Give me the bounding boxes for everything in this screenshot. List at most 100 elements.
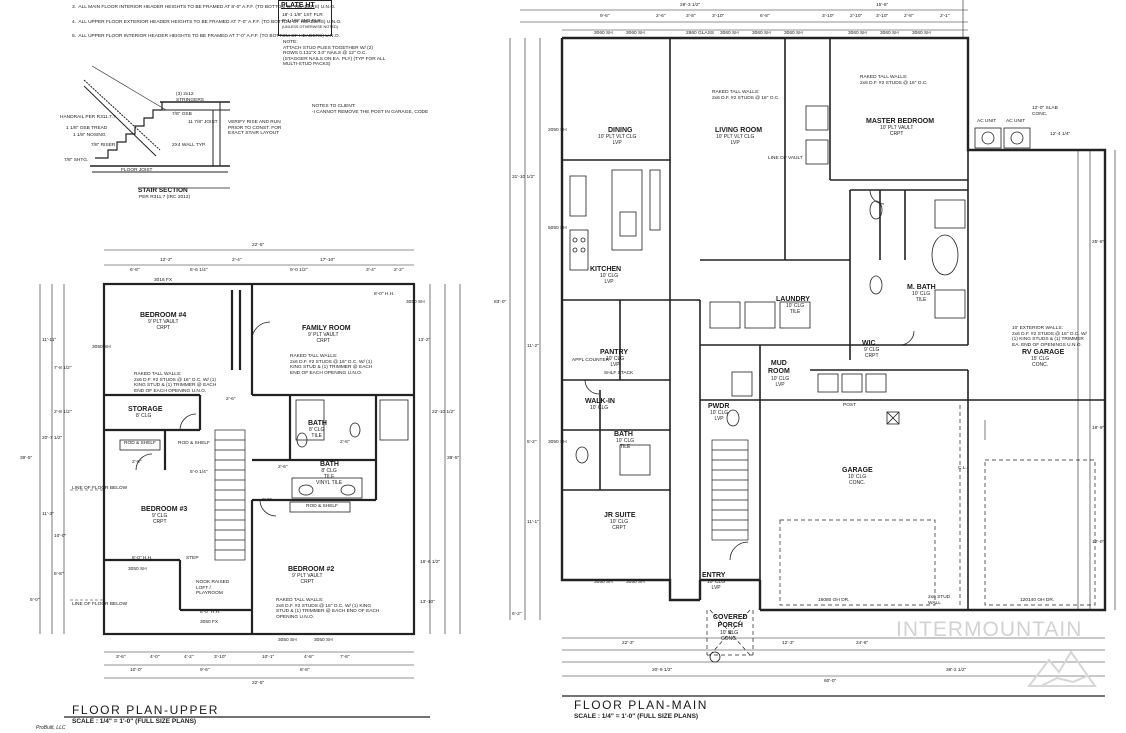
upper-misc-6: 2'-6" <box>278 465 288 470</box>
upper-floor-walls <box>102 282 416 636</box>
room-mud: MUD ROOM <box>768 360 790 376</box>
upper-window-3: 3050 FX <box>200 620 219 625</box>
ac-unit-2: AC UNIT <box>1006 119 1026 124</box>
upper-dim-bottom-1: 4'-0" <box>150 655 160 660</box>
upper-dim-top-6: 9'-0 1/2" <box>290 268 308 273</box>
line-of-floor-below-1: LINE OF FLOOR BELOW <box>72 602 128 607</box>
appl-counter-label: APPL COUNTER <box>572 358 610 363</box>
main-dim-left-3: 11'-1" <box>527 520 539 525</box>
main-dim-right-0: 12'-4 1/4" <box>1050 132 1071 137</box>
footer-brand: ProBuilt, LLC <box>36 725 66 731</box>
main-dashed-lines <box>706 405 1096 656</box>
main-dim-bottom-5: 36'-2 1/2" <box>946 668 967 673</box>
main-window-3: 3060 SH <box>720 31 739 36</box>
ac-pad: 12'-0" SLAB CONC. <box>1032 106 1058 117</box>
main-dim-top-6: 6'-8" <box>760 14 770 19</box>
main-dim-bottom-4: 24'-6" <box>856 641 869 646</box>
room-covered-porch: COVERED PORCH <box>713 614 748 630</box>
raked-note-1: RAKED TALL WALLS: 2x6 D.F. #2 STUDS @ 16… <box>290 354 373 376</box>
upper-dim-bottom-2: 4'-2" <box>184 655 194 660</box>
stair-section-drawing <box>83 65 230 189</box>
upper-dim-left-1: 7'-8 1/2" <box>54 366 72 371</box>
upper-dim-bottom-0: 3'-6" <box>116 655 126 660</box>
room-mud-spec: 10' CLG LVP <box>771 376 790 388</box>
upper-fixtures <box>119 321 409 517</box>
exterior-wall-note: 10' EXTERIOR WALLS: 2x6 D.F. #2 STUDS @ … <box>1012 326 1087 348</box>
room-bath-main-spec: 10' CLG TILE <box>616 438 635 450</box>
upper-dim-bottom-6: 7'-8" <box>340 655 350 660</box>
main-dim-top-9: 3'-10" <box>876 14 889 19</box>
upper-dim-left-2: 2'-8 1/2" <box>54 410 72 415</box>
room-entry: ENTRY <box>702 572 726 579</box>
room-bedroom-4-spec: 9' PLT VAULT CRPT <box>148 319 179 331</box>
room-powder-spec: 10' CLG LVP <box>710 410 729 422</box>
room-bath-a: BATH <box>308 420 327 427</box>
room-rv-garage: RV GARAGE <box>1022 349 1065 356</box>
raked-master-note: RAKED TALL WALLS: 2x6 D.F. #2 STUDS @ 16… <box>860 75 928 86</box>
upper-window-1: 3050 SH <box>92 345 111 350</box>
room-wic-spec: 9' CLG CRPT <box>864 347 880 359</box>
room-dining-spec: 10' PLT VLT CLG LVP <box>598 134 637 146</box>
rod-shelf-1: ROD & SHELF <box>124 441 156 446</box>
room-laundry-spec: 10' CLG TILE <box>786 303 805 315</box>
step-label: STEP <box>186 556 199 561</box>
upper-dim-left-4: 39'-5" <box>20 456 33 461</box>
main-window-8: 3050 SH <box>594 580 613 585</box>
room-covered-porch-spec: 10' CLG CONC. <box>720 630 739 642</box>
plate-height-line1: 18'-1 1/8" 1ST FLR <box>282 13 323 18</box>
main-window-2: 2860 GLASS <box>686 31 715 36</box>
main-dim-top-4: 3'-8" <box>686 14 696 19</box>
stair-label-stringers: (3) 2x12 STRINGERS <box>176 92 204 103</box>
stud-note: NOTE: ATTACH STUD PLIES TOGETHER W/ (2) … <box>283 40 386 68</box>
main-dim-top-8: 2'-10" <box>850 14 863 19</box>
loft-label: NOOK RAISED LOFT / PLAYROOM <box>196 580 230 597</box>
upper-dim-left-7: 5'-8" <box>54 572 64 577</box>
plate-height-line3: (UNLESS OTHERWISE NOTED) <box>282 25 339 29</box>
main-dim-top-2: 9'-6" <box>600 14 610 19</box>
upper-misc-4: 2'-6" <box>226 397 236 402</box>
main-dim-right-1: 25'-8" <box>1092 240 1105 245</box>
plate-height-line2: 9'-1 1/8" 2ND FLR <box>282 19 321 24</box>
center-line-label: C.L. <box>958 466 967 471</box>
main-dim-left-2: 11'-2" <box>527 344 539 349</box>
stair-label-wall: 2X4 WALL TYP. <box>172 143 206 148</box>
upper-dim-right-0: 13'-2" <box>418 338 431 343</box>
upper-plan-title: FLOOR PLAN-UPPER <box>72 703 219 717</box>
main-dim-bottom-1: 20'-9 1/2" <box>652 668 673 673</box>
main-dim-top-10: 2'-8" <box>904 14 914 19</box>
room-rv-garage-spec: 15' CLG CONC. <box>1031 356 1050 368</box>
room-master-bath-spec: 10' CLG TILE <box>912 291 931 303</box>
room-jr-suite-spec: 10' CLG CRPT <box>610 519 629 531</box>
upper-dim-right-3: 39'-5" <box>447 456 460 461</box>
main-window-9: 3050 SH <box>626 580 645 585</box>
line-of-vault-label: LINE OF VAULT <box>768 156 803 161</box>
upper-misc-7: 2'-8" <box>132 460 142 465</box>
upper-dim-left-6: 10'-0" <box>54 534 67 539</box>
shelf-stack-label: SHLF STACK <box>604 371 634 376</box>
room-bath-b: BATH <box>320 461 339 468</box>
main-window-1: 3060 SH <box>626 31 645 36</box>
main-dimension-lines <box>509 0 1116 677</box>
main-fixtures <box>569 105 1031 561</box>
upper-dim-top-8: 2'-2" <box>394 268 404 273</box>
room-bedroom-2-spec: 9' PLT VAULT CRPT <box>292 573 323 585</box>
note-3: 3. ALL MAIN FLOOR INTERIOR HEADER HEIGHT… <box>72 5 336 10</box>
room-walkin: WALK-IN <box>585 398 615 405</box>
main-interior-walls <box>562 38 1105 610</box>
upper-dim-left-8: 5'-0" <box>30 598 40 603</box>
stair-label-joist: 11 7/8" JOIST <box>188 120 218 125</box>
upper-dim-bottom-10: 22'-5" <box>252 681 265 686</box>
room-garage-spec: 10' CLG CONC. <box>848 474 867 486</box>
main-dim-bottom-2: 60'-0" <box>824 679 837 684</box>
room-master-bath: M. BATH <box>907 284 936 291</box>
room-entry-spec: 10' CLG LVP <box>707 579 726 591</box>
upper-misc-5: 2'-6" <box>262 498 272 503</box>
main-dim-top-11: 2'-1" <box>940 14 950 19</box>
upper-misc-2: 8'-0" H.H. <box>200 610 221 615</box>
raked-note-2: RAKED TALL WALLS: 2x6 D.F. #2 STUDS @ 16… <box>134 372 217 394</box>
upper-window-4: 3050 SH <box>278 638 297 643</box>
room-living: LIVING ROOM <box>715 127 763 134</box>
garage-door-2: 120140 OH DR. <box>1020 598 1055 603</box>
room-family: FAMILY ROOM <box>302 325 351 332</box>
